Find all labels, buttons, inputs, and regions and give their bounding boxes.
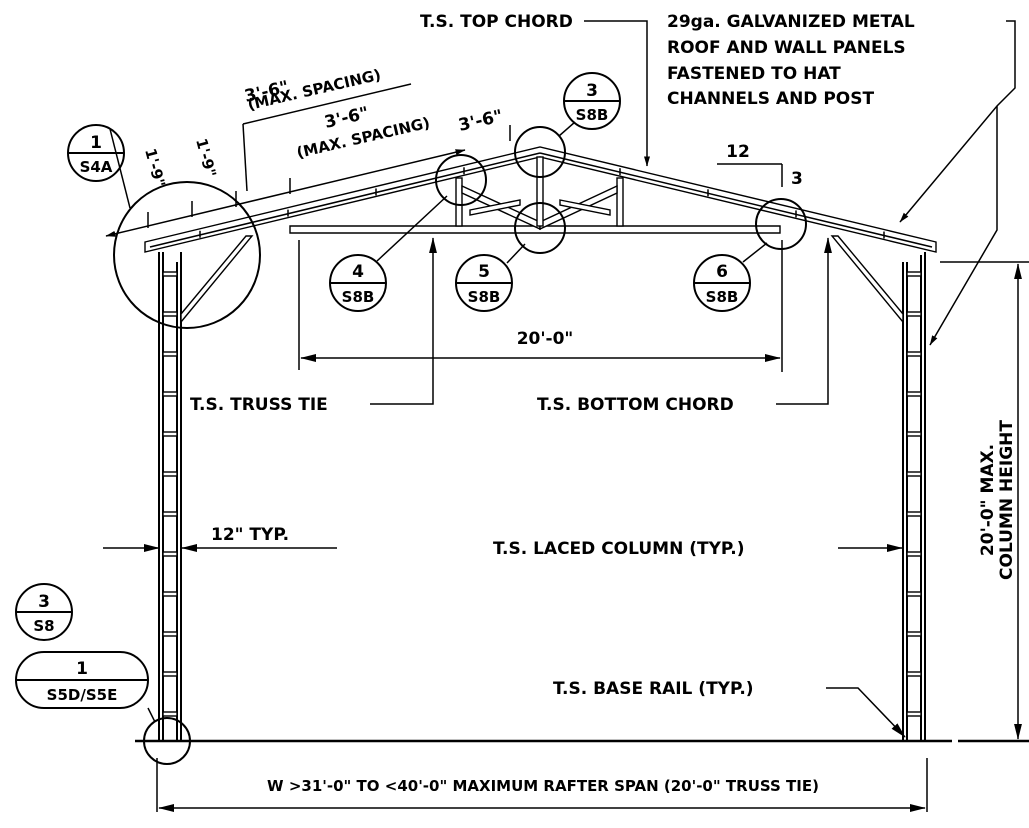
top-chord-label: T.S. TOP CHORD — [420, 12, 573, 32]
column-lace — [162, 511, 178, 517]
truss-tie-note: T.S. TRUSS TIE — [190, 237, 437, 415]
column-lace — [906, 551, 922, 557]
column-lace — [162, 591, 178, 597]
column-lace — [162, 471, 178, 477]
column-lace — [906, 271, 922, 277]
dim-1-9-b: 1'-9" — [192, 136, 220, 179]
column-lace — [162, 391, 178, 397]
callout-sheet: S8 — [33, 617, 54, 635]
spacing-short: 3'-6" — [457, 106, 505, 136]
callout-number: 3 — [38, 592, 50, 612]
right-laced-column — [902, 252, 926, 741]
laced-column-note: T.S. LACED COLUMN (TYP.) — [493, 539, 903, 559]
callout-number: 3 — [586, 81, 598, 101]
roof-slope: 12 3 — [717, 142, 803, 189]
panels-note-line3: FASTENED TO HAT — [667, 64, 841, 84]
column-lace — [906, 351, 922, 357]
column-lace — [162, 311, 178, 317]
panels-note-line1: 29ga. GALVANIZED METAL — [667, 12, 915, 32]
truss-tie-dimension: 20'-0" — [298, 240, 783, 372]
column-lace — [906, 671, 922, 677]
callout-number: 1 — [90, 133, 102, 153]
typ-12-label: 12" TYP. — [211, 525, 289, 545]
base-rail-note: T.S. BASE RAIL (TYP.) — [553, 679, 906, 738]
column-lace — [906, 471, 922, 477]
knee-braces — [180, 235, 904, 324]
laced-column-label: T.S. LACED COLUMN (TYP.) — [493, 539, 744, 559]
callout-number: 4 — [352, 262, 364, 282]
column-lace — [162, 431, 178, 437]
base-rail-label: T.S. BASE RAIL (TYP.) — [553, 679, 754, 699]
column-lace — [906, 511, 922, 517]
slope-rise: 3 — [791, 169, 803, 189]
bottom-chord-label: T.S. BOTTOM CHORD — [537, 395, 734, 415]
callout-4-S8B: 4 S8B — [329, 254, 387, 312]
callout-number: 5 — [478, 262, 490, 282]
column-lace — [162, 271, 178, 277]
column-lace — [162, 711, 178, 717]
column-lace — [162, 351, 178, 357]
truss-webs — [455, 156, 624, 231]
column-width-dimension: 12" TYP. — [103, 525, 337, 552]
callout-5-S8B: 5 S8B — [455, 254, 513, 312]
span-label: W >31'-0" TO <40'-0" MAXIMUM RAFTER SPAN… — [267, 777, 819, 795]
callout-sheet: S8B — [468, 288, 501, 306]
callout-3-S8: 3 S8 — [15, 583, 73, 641]
slope-run: 12 — [726, 142, 750, 162]
callout-number: 1 — [76, 659, 88, 679]
column-lace — [906, 711, 922, 717]
column-lace — [906, 631, 922, 637]
height-label-line2: COLUMN HEIGHT — [997, 420, 1017, 580]
column-lace — [906, 431, 922, 437]
height-label-line1: 20'-0" MAX. — [978, 444, 998, 556]
callout-sheet: S8B — [706, 288, 739, 306]
column-lace — [906, 591, 922, 597]
callout-sheet: S8B — [342, 288, 375, 306]
bottom-chord-note: T.S. BOTTOM CHORD — [537, 237, 832, 415]
height-dimension: 20'-0" MAX. COLUMN HEIGHT — [940, 261, 1029, 740]
truss-tie-dim-label: 20'-0" — [517, 329, 574, 349]
top-chord-note: T.S. TOP CHORD — [420, 12, 650, 167]
column-lace — [906, 391, 922, 397]
truss-tie-label: T.S. TRUSS TIE — [190, 395, 328, 415]
callout-sheet: S5D/S5E — [47, 686, 118, 704]
column-lace — [906, 311, 922, 317]
column-lace — [162, 551, 178, 557]
callout-6-S8B: 6 S8B — [693, 254, 751, 312]
column-lace — [162, 631, 178, 637]
callout-sheet: S8B — [576, 106, 609, 124]
column-lace — [162, 671, 178, 677]
callout-3-S8B: 3 S8B — [563, 72, 621, 130]
panels-note-line4: CHANNELS AND POST — [667, 89, 874, 109]
panels-note-line2: ROOF AND WALL PANELS — [667, 38, 906, 58]
left-laced-column — [158, 252, 182, 741]
callout-number: 6 — [716, 262, 728, 282]
callout-sheet: S4A — [80, 158, 113, 176]
span-dimension: W >31'-0" TO <40'-0" MAXIMUM RAFTER SPAN… — [156, 758, 928, 812]
callout-1-S5D-S5E: 1 S5D/S5E — [15, 651, 149, 709]
panels-note: 29ga. GALVANIZED METAL ROOF AND WALL PAN… — [667, 12, 1016, 346]
dim-1-9-a: 1'-9" — [141, 146, 169, 189]
